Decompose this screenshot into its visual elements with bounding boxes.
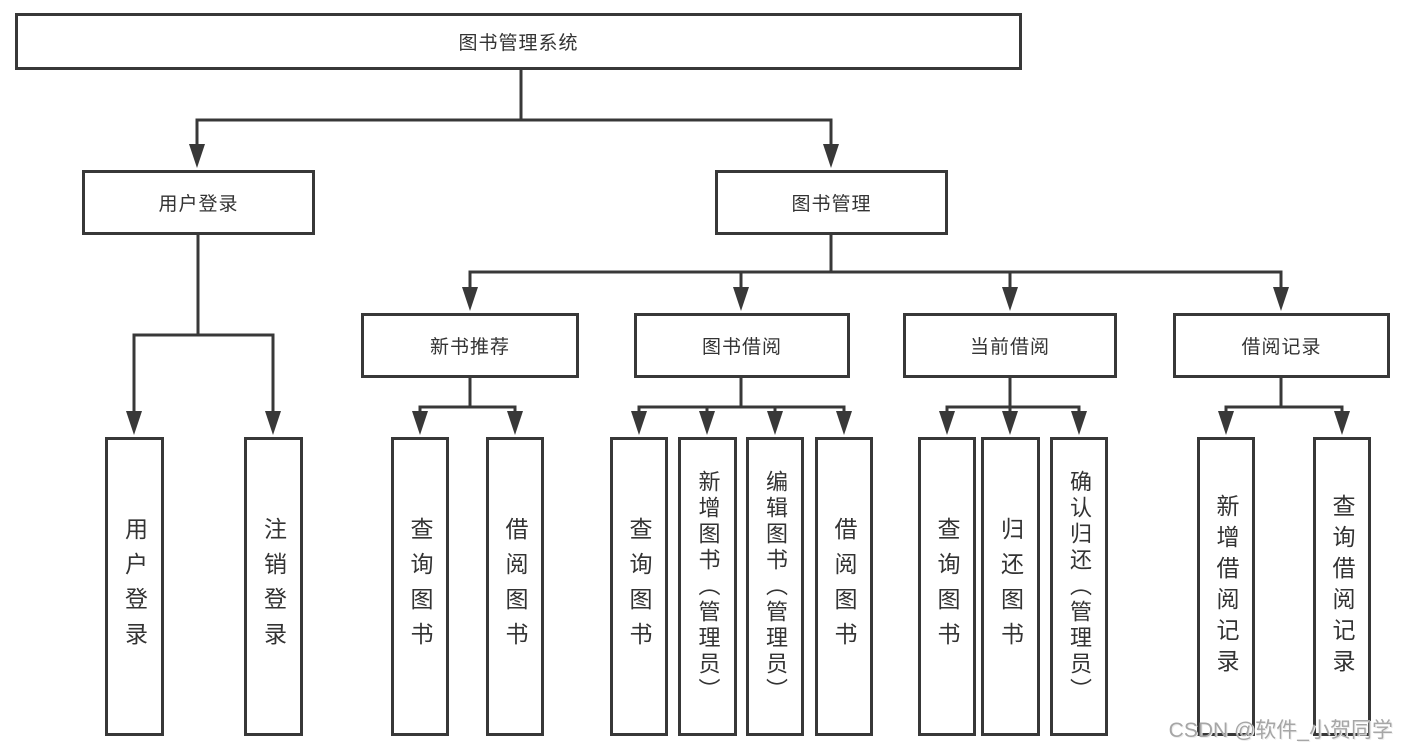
leaf-current-return-books: 归还图书 <box>981 437 1040 736</box>
leaf-recommend-borrow-books: 借阅图书 <box>486 437 544 736</box>
node-borrow-records: 借阅记录 <box>1173 313 1390 378</box>
leaf-borrow-add-books-admin: 新增图书（管理员） <box>678 437 737 736</box>
leaf-user-login: 用户登录 <box>105 437 164 736</box>
node-book-borrow: 图书借阅 <box>634 313 850 378</box>
leaf-borrow-edit-books-admin: 编辑图书（管理员） <box>746 437 804 736</box>
leaf-records-add-record: 新增借阅记录 <box>1197 437 1255 736</box>
node-current-borrow: 当前借阅 <box>903 313 1117 378</box>
node-user-login-group: 用户登录 <box>82 170 315 235</box>
leaf-borrow-borrow-books: 借阅图书 <box>815 437 873 736</box>
arrowheads <box>126 144 1350 435</box>
leaf-current-confirm-return-admin: 确认归还（管理员） <box>1050 437 1108 736</box>
node-library-system: 图书管理系统 <box>15 13 1022 70</box>
csdn-watermark: CSDN @软件_小贺同学 <box>1168 719 1393 742</box>
leaf-borrow-query-books: 查询图书 <box>610 437 668 736</box>
leaf-records-query-record: 查询借阅记录 <box>1313 437 1371 736</box>
leaf-current-query-books: 查询图书 <box>918 437 976 736</box>
node-new-book-recommend: 新书推荐 <box>361 313 579 378</box>
leaf-recommend-query-books: 查询图书 <box>391 437 449 736</box>
node-book-management: 图书管理 <box>715 170 948 235</box>
leaf-logout: 注销登录 <box>244 437 303 736</box>
